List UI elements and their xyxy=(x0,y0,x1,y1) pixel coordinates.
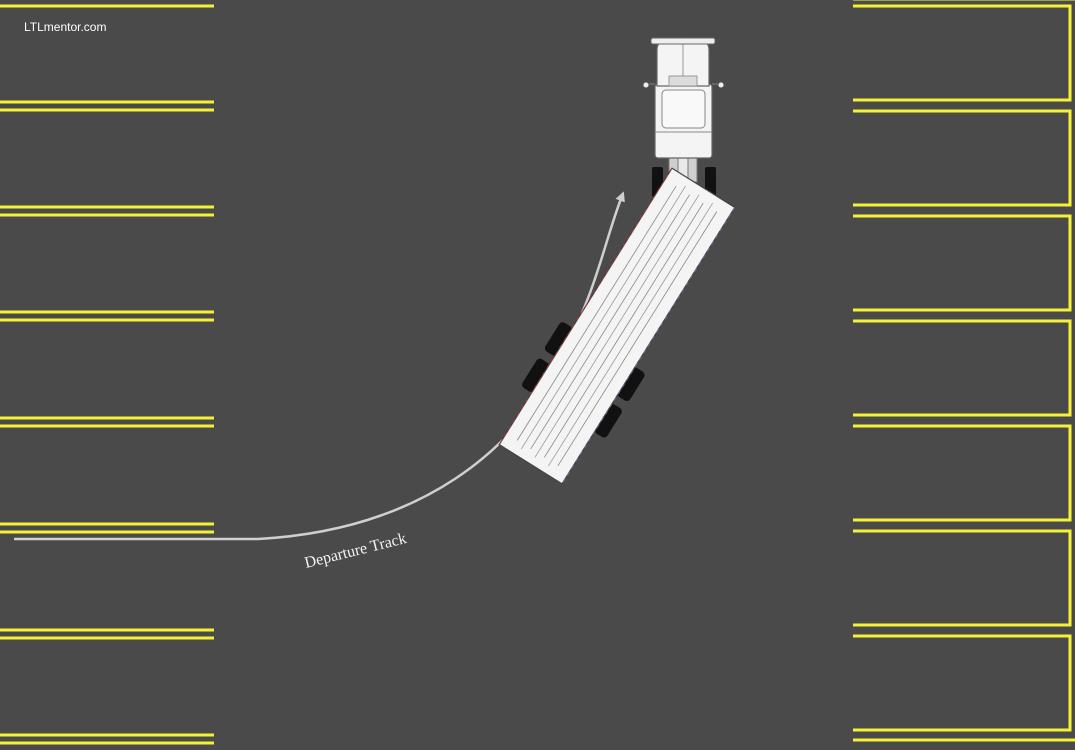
parking-stall-outline xyxy=(853,634,1072,732)
tractor-icon xyxy=(642,37,725,197)
parking-stall-outline xyxy=(853,214,1072,312)
parking-stall-outline xyxy=(853,319,1072,417)
left-parking-stripes xyxy=(0,4,214,745)
watermark-text: LTLmentor.com xyxy=(24,20,107,34)
parking-stall-outline xyxy=(853,4,1072,102)
trailer-icon xyxy=(498,167,736,485)
parking-stall-outline xyxy=(853,109,1072,207)
parking-stall-outline xyxy=(853,529,1072,627)
parking-stall-outline xyxy=(853,424,1072,522)
departure-track-path xyxy=(14,191,625,541)
right-parking-stalls xyxy=(853,0,1075,742)
departure-track-label: Departure Track xyxy=(303,530,408,572)
